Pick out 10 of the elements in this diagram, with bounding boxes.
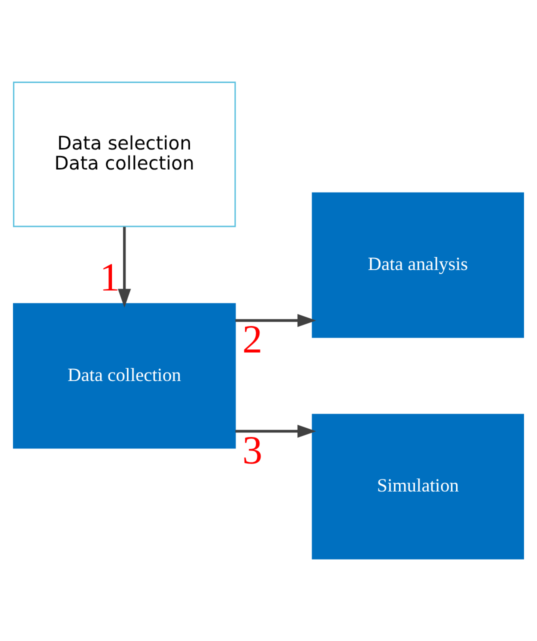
node-box: Data selection Data collection [13,82,236,228]
edge-label: 1 [100,254,120,300]
arrow [235,314,316,328]
arrow [235,424,316,438]
node-box: Simulation [312,414,524,560]
node-box: Data collection [13,303,236,449]
edge-label: 2 [242,316,262,362]
arrow [118,226,131,308]
edge-label: 3 [242,427,262,472]
node-box: Data analysis [312,192,524,338]
